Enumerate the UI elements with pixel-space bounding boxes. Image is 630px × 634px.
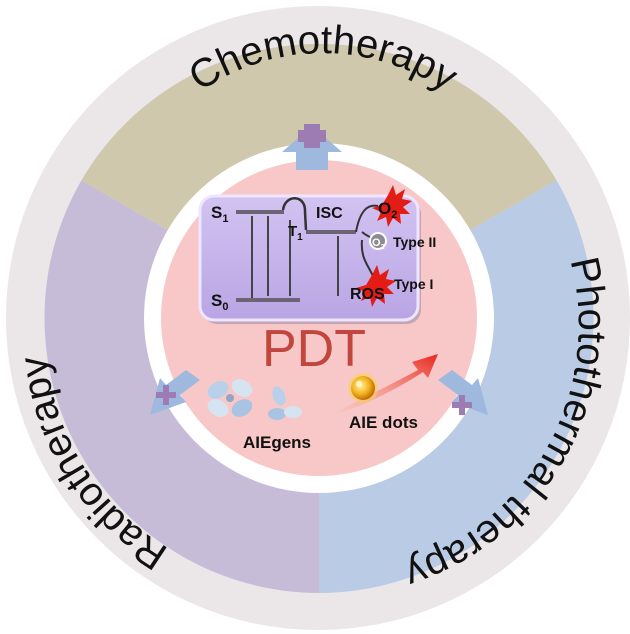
energy-transfer-curve [355, 204, 379, 233]
red-transition-arrow [318, 354, 438, 420]
aiegens-label: AIEgens [243, 433, 311, 452]
radiotherapy-segment [44, 180, 319, 593]
t1-label: T1 [288, 223, 303, 243]
aie-dot-icon [348, 373, 378, 403]
ros-label: ROS [350, 286, 385, 303]
plus-icon [298, 124, 326, 148]
photothermal-segment [319, 180, 594, 593]
aie-dots-label: AIE dots [349, 413, 418, 432]
s0-label: S0 [211, 291, 228, 313]
o2-label: O2 [378, 199, 397, 221]
type-i-label: Type I [394, 276, 433, 292]
pdt-label: PDT [262, 320, 366, 378]
aiegens-molecule-icon [207, 379, 253, 417]
type-ii-label: Type II [393, 234, 436, 250]
arrow-to-photothermal [438, 370, 488, 415]
o2-molecule-icon [369, 232, 387, 250]
arrow-to-chemotherapy [282, 124, 342, 170]
o2-burst-icon [372, 185, 412, 227]
o2-small-label: O2 [372, 237, 385, 251]
jablonski-diagram: S1 S0 T1 ISC O2 O2 Type II ROS Type I [198, 185, 436, 324]
s1-label: S1 [211, 203, 228, 225]
isc-curve [281, 197, 308, 231]
isc-label: ISC [316, 205, 343, 222]
arrow-to-radiotherapy [150, 370, 200, 415]
ros-burst-icon [356, 265, 396, 307]
aiegens-small-molecule-icon [268, 386, 302, 420]
